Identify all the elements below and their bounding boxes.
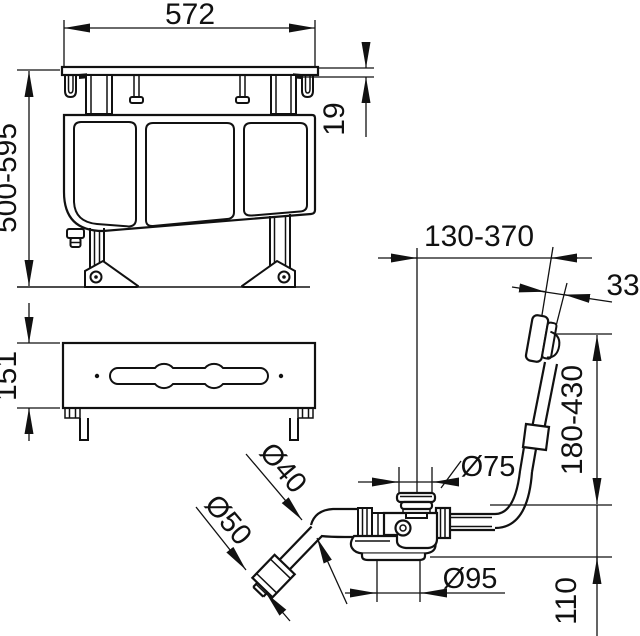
overflow-hose [494,361,559,530]
hose-sleeve [521,422,551,452]
outlet-coupling-nut [250,553,297,599]
front-view: 572 500-595 19 [0,0,374,288]
tub-body [62,113,317,233]
left-hook [64,75,77,99]
tub-panels [73,121,308,228]
dimension-label-width: 572 [165,0,215,31]
dimension-offset-33: 33 [511,269,640,303]
dimension-height-500-595: 500-595 [0,69,60,286]
trap-body [349,534,437,562]
dimension-label-horizontal: 130-370 [424,220,534,253]
overflow-pipe [434,506,495,540]
outlet-pipe-45 [250,525,323,599]
mounting-hole [278,373,284,379]
dimension-label-height: 500-595 [0,123,23,233]
dimension-horizontal-130-370: 130-370 [378,220,592,263]
outlet-elbow [309,507,385,541]
dimension-label-depth: 151 [0,351,23,401]
support-stud [129,76,144,104]
dimension-label-vertical: 180-430 [556,365,589,475]
dimension-label-outlet-diameter: Ø40 [253,437,313,500]
waste-tee [382,511,439,550]
dimension-depth-151: 151 [0,303,60,441]
dimension-vertical-180-430: 180-430 [490,333,612,506]
dimension-label-offset: 33 [606,269,639,302]
dimension-label-apron: 19 [318,102,351,135]
waste-plug [395,491,437,519]
cable-ball [394,519,412,537]
left-rail [85,74,113,115]
dimension-trap-height-110: 110 [430,505,612,636]
dimension-width-572: 572 [63,0,316,70]
mounting-hole [94,373,100,379]
profile-tabs-and-legs [64,407,314,441]
dimension-label-waste-diameter: Ø75 [461,451,516,483]
dimension-label-trap-height: 110 [550,577,583,625]
tub-drain-boss [66,228,85,248]
dimension-label-trap-diameter: Ø95 [443,563,498,595]
right-rail [270,74,297,115]
support-stud [235,76,250,104]
top-view: 151 [0,303,317,441]
dimension-trap-diameter-95: Ø95 [345,559,505,602]
rim-hangers [64,73,314,115]
right-foot [240,259,296,288]
mounting-slot [109,362,269,390]
dimension-apron-19: 19 [302,42,374,137]
left-foot [84,259,140,288]
frame-profile [61,341,317,410]
waste-overflow-view: 130-370 33 180-430 110 [195,220,640,636]
overflow-rosette [524,314,561,363]
bath-rim [60,65,320,77]
dimension-waste-diameter-75: Ø75 [358,451,515,494]
right-hook [301,75,314,99]
